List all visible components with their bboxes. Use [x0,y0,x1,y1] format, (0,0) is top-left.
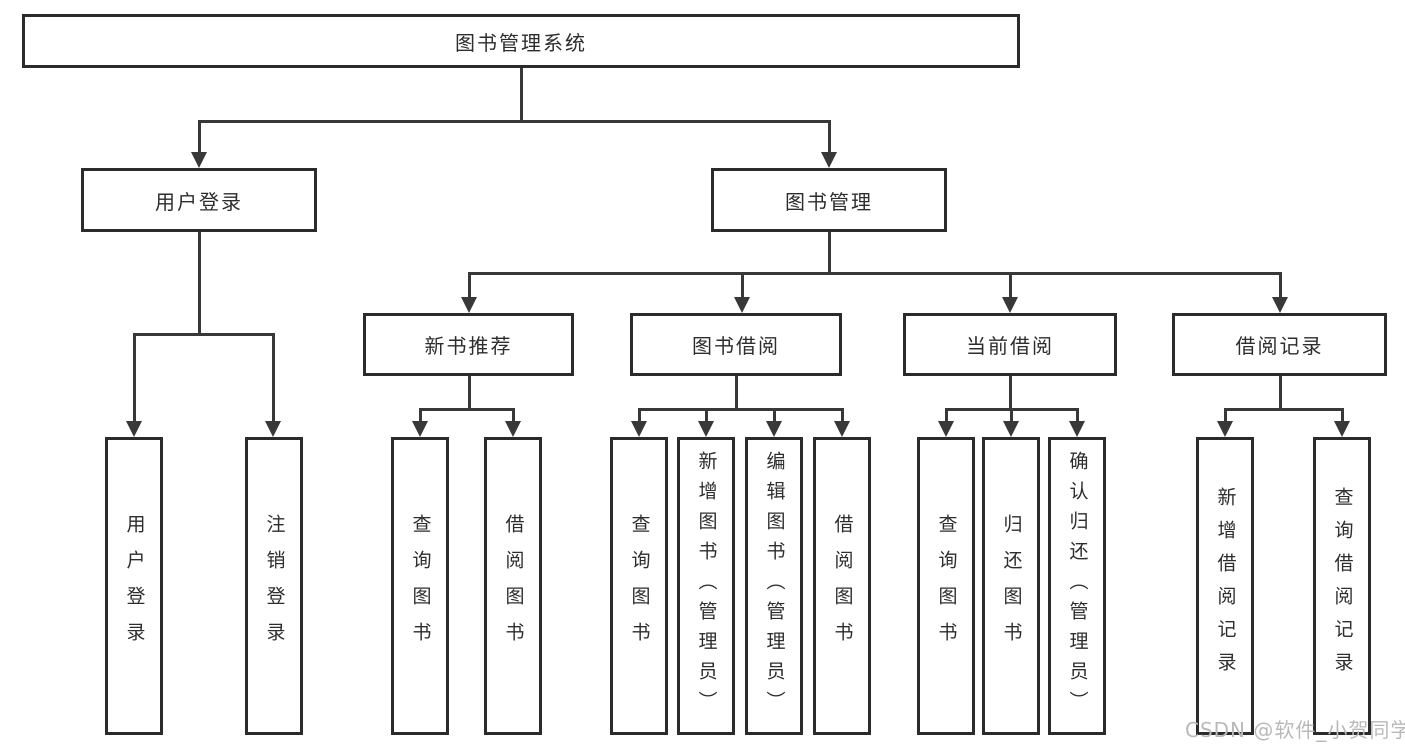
leaf-add-borrow-record: 新增借阅记录 [1196,437,1254,735]
connector-line [520,68,523,121]
node-current-borrowing-label: 当前借阅 [966,334,1054,358]
connector-line [419,408,515,411]
connector-line [741,272,744,299]
leaf-add-borrow-record-label: 新增借阅记录 [1214,487,1237,685]
node-book-management-label: 图书管理 [785,189,873,214]
root-node-library-management-system: 图书管理系统 [22,14,1020,68]
connector-line [828,232,831,275]
leaf-return-books-label: 归还图书 [1000,514,1023,658]
leaf-query-books-recommend-label: 查询图书 [409,514,432,658]
arrow-down-icon [191,152,207,168]
arrow-down-icon [1069,421,1085,437]
arrow-down-icon [126,421,142,437]
node-book-management: 图书管理 [711,168,947,232]
arrow-down-icon [1217,421,1233,437]
connector-line [1076,408,1079,423]
node-user-login: 用户登录 [81,168,317,232]
leaf-user-login-label: 用户登录 [123,514,146,658]
arrow-down-icon [938,421,954,437]
connector-line [133,333,275,336]
connector-line [1279,272,1282,299]
node-new-book-recommendation: 新书推荐 [363,313,574,376]
leaf-query-books-borrowing: 查询图书 [610,437,668,735]
leaf-confirm-return-admin: 确认归还（管理员） [1048,437,1106,735]
connector-line [1009,376,1012,411]
arrow-down-icon [461,297,477,313]
leaf-logout: 注销登录 [245,437,303,735]
arrow-down-icon [734,297,750,313]
node-user-login-label: 用户登录 [155,189,243,214]
leaf-user-login: 用户登录 [105,437,163,735]
leaf-edit-books-admin: 编辑图书（管理员） [745,437,803,735]
watermark: CSDN @软件_小贺同学 [1185,718,1405,742]
leaf-query-books-current: 查询图书 [917,437,975,735]
leaf-query-books-borrowing-label: 查询图书 [628,514,651,658]
arrow-down-icon [698,421,714,437]
leaf-borrow-books-recommend: 借阅图书 [484,437,542,735]
connector-line [1279,376,1282,411]
arrow-down-icon [834,421,850,437]
leaf-borrow-books-borrowing-label: 借阅图书 [831,514,854,658]
connector-line [1224,408,1227,423]
connector-line [133,333,136,422]
leaf-add-books-admin: 新增图书（管理员） [677,437,735,735]
leaf-borrow-books-recommend-label: 借阅图书 [502,514,525,658]
node-current-borrowing: 当前借阅 [903,313,1117,376]
connector-line [638,408,641,423]
connector-line [419,408,422,423]
arrow-down-icon [1003,421,1019,437]
leaf-confirm-return-admin-label: 确认归还（管理员） [1066,451,1089,721]
leaf-borrow-books-borrowing: 借阅图书 [813,437,871,735]
connector-line [705,408,708,423]
leaf-return-books: 归还图书 [982,437,1040,735]
arrow-down-icon [1272,297,1288,313]
connector-line [198,120,830,123]
arrow-down-icon [631,421,647,437]
arrow-down-icon [821,152,837,168]
leaf-logout-label: 注销登录 [263,514,286,658]
connector-line [945,408,948,423]
leaf-query-books-recommend: 查询图书 [391,437,449,735]
arrow-down-icon [766,421,782,437]
connector-line [1009,272,1012,299]
connector-line [1224,408,1343,411]
connector-line [468,272,471,299]
connector-line [198,120,201,154]
node-borrowing-records: 借阅记录 [1172,313,1387,376]
connector-line [512,408,515,423]
leaf-query-borrow-record-label: 查询借阅记录 [1331,487,1354,685]
arrow-down-icon [412,421,428,437]
connector-line [198,232,201,336]
root-node-label: 图书管理系统 [455,30,587,55]
arrow-down-icon [265,421,281,437]
connector-line [828,120,831,154]
connector-line [735,376,738,411]
leaf-query-books-current-label: 查询图书 [935,514,958,658]
node-new-book-recommendation-label: 新书推荐 [424,334,513,358]
connector-line [638,408,844,411]
arrow-down-icon [1002,297,1018,313]
leaf-query-borrow-record: 查询借阅记录 [1313,437,1371,735]
node-book-borrowing: 图书借阅 [630,313,842,376]
connector-line [1010,408,1013,423]
leaf-edit-books-admin-label: 编辑图书（管理员） [763,451,786,721]
connector-line [468,272,1282,275]
leaf-add-books-admin-label: 新增图书（管理员） [695,451,718,721]
node-borrowing-records-label: 借阅记录 [1235,334,1324,358]
connector-line [841,408,844,423]
connector-line [468,376,471,411]
connector-line [773,408,776,423]
connector-line [272,333,275,422]
connector-line [1341,408,1344,423]
arrow-down-icon [505,421,521,437]
node-book-borrowing-label: 图书借阅 [692,334,780,358]
arrow-down-icon [1334,421,1350,437]
